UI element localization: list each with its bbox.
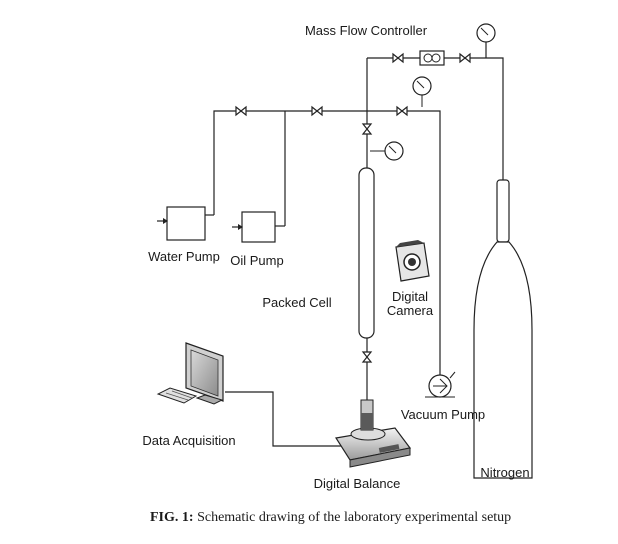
nitrogen-line [486,57,504,180]
valve-mfc-right [459,52,471,64]
pressure-gauge-vacuum [412,76,432,107]
oil-pump [232,211,285,243]
digital-camera-label-line2: Camera [387,303,434,318]
packed-cell [358,167,375,339]
figure-caption-prefix: FIG. 1: [150,510,194,525]
valve-top-1 [235,105,247,117]
oil-pump-label: Oil Pump [230,253,283,268]
computer-icon [156,342,224,405]
water-pump-label: Water Pump [148,249,220,264]
data-acquisition-label: Data Acquisition [142,433,235,448]
pressure-gauge-cell [370,141,404,161]
figure-caption: FIG. 1: Schematic drawing of the laborat… [150,510,511,525]
valve-mfc-left [392,52,404,64]
water-pump [157,206,214,241]
valve-cell-inlet [361,123,373,135]
nitrogen-label: Nitrogen [480,465,529,480]
water-line [213,110,367,215]
valve-cell-outlet [361,351,373,363]
pressure-gauge-nitrogen [476,23,496,43]
digital-camera-label-line1: Digital [392,289,428,304]
vacuum-pump-label: Vacuum Pump [401,407,485,422]
packed-cell-label: Packed Cell [262,295,331,310]
digital-balance-icon [335,399,412,468]
vacuum-pump-icon [425,371,456,398]
valve-vacuum [396,105,408,117]
digital-balance-label: Digital Balance [314,476,401,491]
nitrogen-cylinder [473,179,533,479]
vacuum-line [367,110,441,378]
daq-cable [225,391,345,447]
mass-flow-controller-label: Mass Flow Controller [305,23,428,38]
figure-caption-text: Schematic drawing of the laboratory expe… [194,510,512,525]
valve-top-2 [311,105,323,117]
camera-icon [395,240,430,282]
mass-flow-controller [419,50,445,66]
